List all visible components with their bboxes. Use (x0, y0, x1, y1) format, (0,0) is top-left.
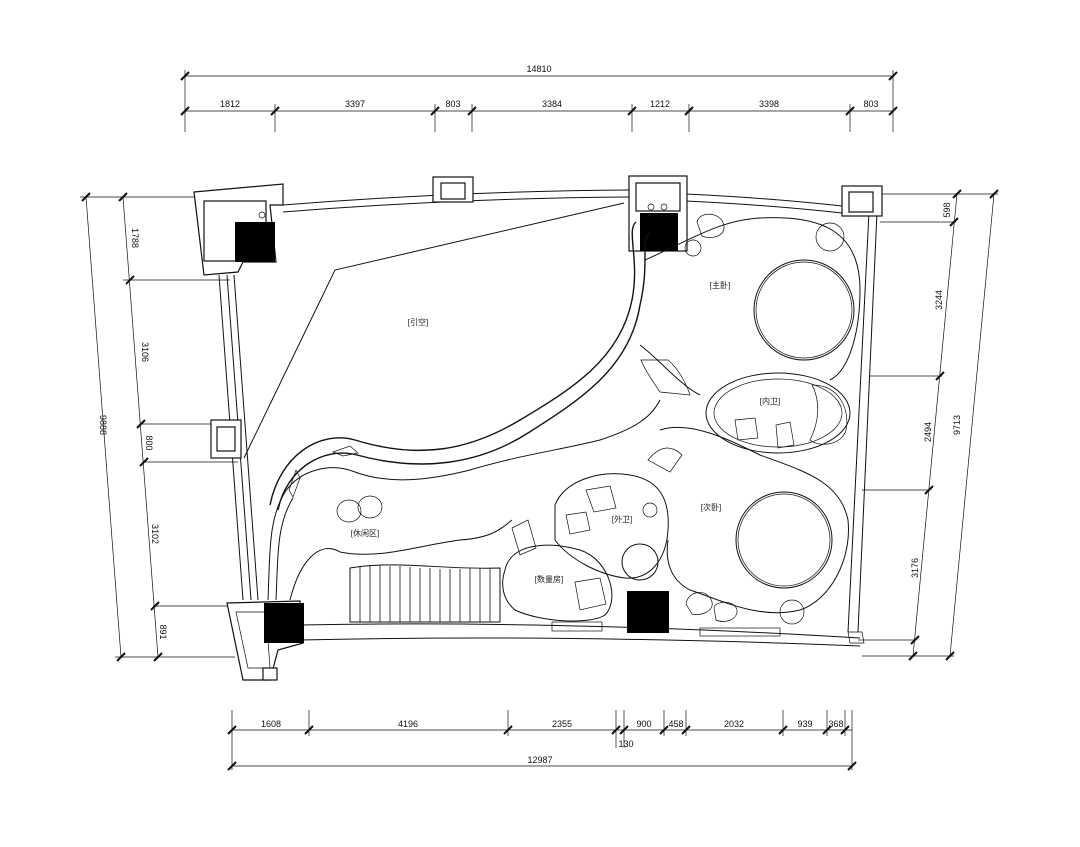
dim-right-1: 598 (942, 202, 952, 217)
dim-top-4: 3384 (542, 99, 562, 109)
room-label-study: [数量房] (535, 574, 563, 584)
dim-left-total: 9888 (98, 415, 108, 435)
dim-bottom-7: 939 (797, 719, 812, 729)
dim-right-3: 2494 (923, 422, 933, 442)
corner-piers (193, 175, 883, 681)
right-dimension-chain: 9713 598 3244 2494 3176 201 (0, 0, 999, 661)
dim-bottom-6: 2032 (724, 719, 744, 729)
room-label-atrium: [引空] (408, 317, 428, 327)
room-labels: [引空] [主卧] [内卫] [休闲区] [外卫] [次卧] [数量房] (351, 280, 780, 584)
dim-top-6: 3398 (759, 99, 779, 109)
room-label-master-bedroom: [主卧] (710, 280, 730, 290)
room-label-inner-bathroom: [内卫] (760, 396, 780, 406)
dim-left-5: 891 (158, 624, 168, 639)
dim-top-total: 14810 (526, 64, 551, 74)
dim-bottom-2: 4196 (398, 719, 418, 729)
dim-bottom-5: 458 (668, 719, 683, 729)
dim-top-3: 803 (445, 99, 460, 109)
dim-left-3: 800 (144, 435, 154, 450)
left-dimension-chain: 9888 1788 3106 800 3102 891 (80, 192, 240, 662)
bottom-dimension-chain: 1608 4196 2355 900 458 2032 939 368 130 … (227, 710, 857, 771)
dim-top-5: 1212 (650, 99, 670, 109)
structural-column (627, 591, 669, 633)
structural-column (235, 222, 275, 262)
dim-left-1: 1788 (130, 228, 140, 248)
dim-left-4: 3102 (150, 524, 160, 544)
dim-top-2: 3397 (345, 99, 365, 109)
dim-right-2: 3244 (934, 290, 944, 310)
dim-bottom-sub: 130 (618, 739, 633, 749)
room-label-leisure-area: [休闲区] (351, 528, 379, 538)
dim-right-5: 201 (0, 0, 15, 2)
dim-bottom-8: 368 (828, 719, 843, 729)
dim-bottom-4: 900 (636, 719, 651, 729)
structural-column (264, 603, 304, 643)
room-label-second-bedroom: [次卧] (701, 502, 721, 512)
dim-left-2: 3106 (140, 342, 150, 362)
dim-bottom-3: 2355 (552, 719, 572, 729)
dim-bottom-total: 12987 (527, 755, 552, 765)
dim-right-4: 3176 (910, 558, 920, 578)
interior-layout (243, 202, 861, 625)
dim-bottom-1: 1608 (261, 719, 281, 729)
dim-top-1: 1812 (220, 99, 240, 109)
room-label-outer-bathroom: [外卫] (612, 514, 632, 524)
dim-right-total: 9713 (952, 415, 962, 435)
top-dimension-chain: 14810 1812 3397 803 3384 1212 3398 803 (180, 64, 898, 132)
dim-top-7: 803 (863, 99, 878, 109)
structural-column (640, 213, 678, 251)
